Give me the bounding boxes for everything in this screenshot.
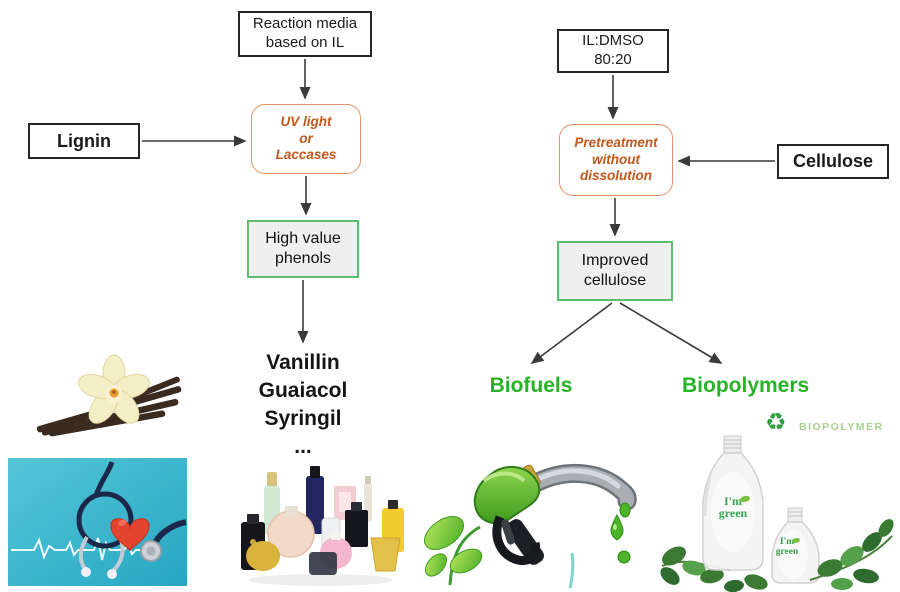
green-bottles-image [660, 435, 894, 592]
vanilla-flower-image [36, 354, 182, 437]
stethoscope-heart-image [8, 458, 187, 586]
drip-streak [568, 552, 575, 589]
arrow-improved-to-biofuels [530, 302, 613, 364]
fuel-nozzle [473, 463, 637, 566]
recycling-icon: ♻ [765, 409, 787, 436]
reflection [249, 574, 393, 586]
im-green-label-small: I'm green [775, 537, 799, 557]
arrow-improved-to-biopolymers [619, 302, 723, 364]
biopolymers-label: Biopolymers [682, 374, 810, 397]
heart-shape [110, 518, 150, 552]
perfume-cluster [241, 466, 404, 575]
vanilla-orchid [77, 354, 151, 424]
high-value-phenols-box: High value phenols [247, 220, 359, 278]
biofuel-pump-image [423, 463, 637, 589]
stethoscope [76, 461, 187, 579]
green-drops [610, 502, 631, 564]
cellulose-box: Cellulose [777, 144, 889, 179]
phenol-examples-text: Vanillin Guaiacol Syringil ... [258, 351, 348, 458]
reaction-media-box: Reaction media based on IL [238, 11, 372, 57]
vine-right [724, 519, 894, 592]
il-dmso-box: IL:DMSO 80:20 [557, 29, 669, 73]
teal-background [8, 458, 187, 586]
bottle-small [771, 507, 820, 584]
im-green-label-large: I'm green [718, 494, 748, 520]
lignin-box: Lignin [28, 123, 140, 159]
uv-laccases-process-box: UV light or Laccases [251, 104, 361, 174]
leaves [423, 515, 483, 586]
bottle-large [702, 435, 764, 571]
pretreatment-process-box: Pretreatment without dissolution [559, 124, 673, 196]
biofuels-label: Biofuels [489, 374, 573, 397]
improved-cellulose-box: Improved cellulose [557, 241, 673, 301]
biopolymer-logo-text: BIOPOLYMER [799, 421, 884, 433]
perfume-bottles-image [241, 466, 404, 586]
